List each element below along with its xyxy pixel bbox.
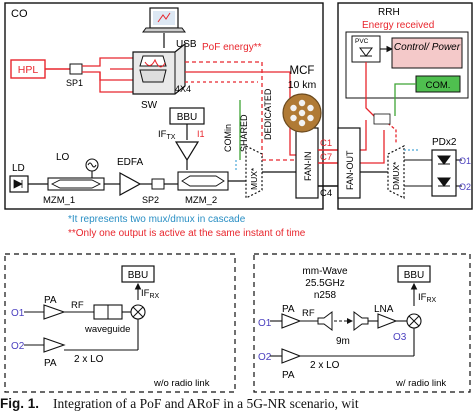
pdx2-label: PDx2 xyxy=(432,137,457,148)
edfa-amplifier xyxy=(119,171,142,197)
left-mixer-icon xyxy=(130,304,146,320)
co-amplifier xyxy=(174,141,200,162)
hpl-label: HPL xyxy=(18,64,39,76)
right-pa-bottom-label: PA xyxy=(282,370,295,381)
left-pa-top xyxy=(43,304,66,320)
rrh-box xyxy=(337,2,473,210)
right-o2-label: O2 xyxy=(258,352,272,363)
right-mixer-icon xyxy=(406,313,422,329)
pof-energy-label: PoF energy** xyxy=(202,42,262,53)
sp1-splitter xyxy=(69,63,83,75)
sp2-splitter xyxy=(151,178,165,190)
mux-label: MUX* xyxy=(249,167,259,190)
mcf-length: 10 km xyxy=(288,79,317,91)
waveguide-label: waveguide xyxy=(84,324,130,335)
tx-horn-antenna-icon xyxy=(317,311,333,331)
core-c4-label: C4 xyxy=(320,188,332,199)
mcf-title: MCF xyxy=(290,65,315,77)
left-o1-label: O1 xyxy=(11,308,25,319)
mcf-fiber-icon xyxy=(282,93,322,133)
mzm2-modulator xyxy=(177,171,229,191)
fan-out-label: FAN-OUT xyxy=(345,150,355,190)
dmux-label: DMUX* xyxy=(391,161,401,190)
core-c7-label: C7 xyxy=(320,152,332,163)
sw-size-label: 4X4 xyxy=(175,84,191,94)
fan-in-label: FAN-IN xyxy=(303,151,313,181)
left-pa-bottom-label: PA xyxy=(44,358,57,369)
edfa-label: EDFA xyxy=(117,157,143,168)
rrh-title: RRH xyxy=(378,7,400,18)
comin-label: COMin xyxy=(223,124,233,152)
co-box xyxy=(4,2,324,210)
system-diagram: CO USB HPL SP1 4X4 SW PoF energy** BBU I… xyxy=(4,2,473,393)
right-if-rx-label: IFRX xyxy=(418,292,437,304)
left-panel-caption: w/o radio link xyxy=(153,378,210,389)
co-bbu-label: BBU xyxy=(177,112,198,123)
ld-label: LD xyxy=(12,163,25,174)
sw-label: SW xyxy=(141,100,158,111)
pvc-label: PVC xyxy=(355,38,369,45)
right-rf-label: RF xyxy=(302,308,315,319)
left-panel-box xyxy=(4,253,236,393)
right-pa-top-label: PA xyxy=(282,304,295,315)
dedicated-label: DEDICATED xyxy=(263,88,273,140)
shared-label: SHARED xyxy=(239,114,249,152)
switch-box xyxy=(132,42,186,95)
note-1: *It represents two mux/dmux in cascade xyxy=(68,214,246,225)
if-tx-label: IFTX xyxy=(158,129,176,141)
usb-label: USB xyxy=(176,39,197,50)
control-power-label: Control/ Power xyxy=(394,42,461,53)
core-c1-label: C1 xyxy=(320,138,332,149)
com-label: COM. xyxy=(426,80,451,91)
right-panel-box xyxy=(253,253,471,393)
left-bbu-label: BBU xyxy=(128,270,149,281)
rx-horn-antenna-icon xyxy=(353,311,369,331)
left-bbu-box xyxy=(121,265,155,283)
left-o2-label: O2 xyxy=(11,341,25,352)
rrh-inner-box xyxy=(345,31,469,99)
lna-label: LNA xyxy=(374,304,394,315)
right-o3-label: O3 xyxy=(393,332,407,343)
co-title: CO xyxy=(11,8,28,20)
note-2: **Only one output is active at the same … xyxy=(68,228,306,239)
control-power-text: Control/ Power xyxy=(394,42,461,53)
control-power-box xyxy=(391,37,463,69)
i1-label: I1 xyxy=(197,129,205,139)
rrh-o2-label: O2 xyxy=(459,182,471,192)
right-lo-label: 2 x LO xyxy=(310,360,340,371)
rrh-switch xyxy=(373,113,391,125)
figure-caption-label: Fig. 1. xyxy=(0,396,40,411)
rrh-o1-label: O1 xyxy=(459,156,471,166)
left-lo-label: 2 x LO xyxy=(74,354,104,365)
dmux-block xyxy=(387,145,405,199)
right-pa-bottom xyxy=(281,348,302,364)
right-pa-top xyxy=(281,313,302,329)
right-panel-caption: w/ radio link xyxy=(395,378,446,389)
lo-label: LO xyxy=(56,152,70,163)
mzm1-modulator xyxy=(47,177,105,191)
figure-caption-text: Integration of a PoF and ARoF in a 5G-NR… xyxy=(53,396,359,411)
right-bbu-box xyxy=(397,265,431,283)
left-if-rx-label: IFRX xyxy=(141,288,160,300)
figure-caption: Fig. 1. Integration of a PoF and ARoF in … xyxy=(0,396,474,415)
mmwave-band-label: n258 xyxy=(314,290,337,301)
mzm2-label: MZM_2 xyxy=(185,195,217,206)
left-pa-top-label: PA xyxy=(44,295,57,306)
left-pa-bottom xyxy=(43,337,66,353)
sp1-label: SP1 xyxy=(66,78,83,88)
left-rf-label: RF xyxy=(71,300,84,311)
mmwave-freq-label: 25.5GHz xyxy=(305,278,344,289)
pvc-box xyxy=(351,35,381,63)
mmwave-label: mm-Wave xyxy=(302,266,348,277)
lna-amplifier xyxy=(377,313,398,329)
right-bbu-label: BBU xyxy=(404,270,425,281)
laptop-icon xyxy=(142,7,186,33)
sp2-label: SP2 xyxy=(142,195,159,205)
right-o1-label: O1 xyxy=(258,318,272,329)
energy-received-label: Energy received xyxy=(362,20,434,31)
fan-out-box xyxy=(337,127,361,199)
mzm1-label: MZM_1 xyxy=(43,195,75,206)
distance-label: 9m xyxy=(336,336,350,347)
